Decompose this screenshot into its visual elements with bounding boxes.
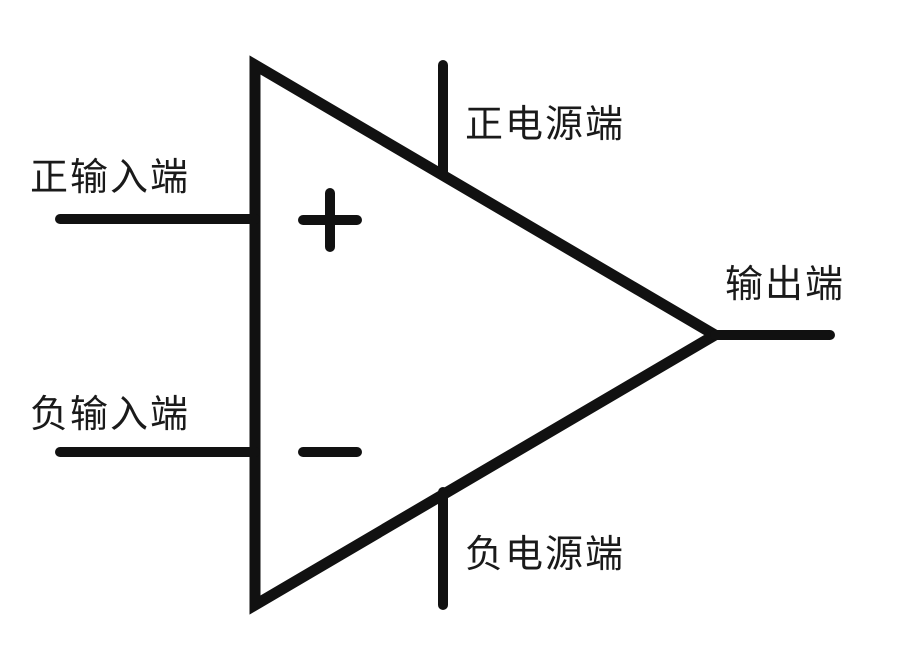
output-label: 输出端 — [725, 262, 846, 306]
negative-input-label: 负输入端 — [30, 392, 191, 436]
positive-supply-label: 正电源端 — [465, 102, 626, 146]
negative-supply-label: 负电源端 — [465, 532, 626, 576]
positive-input-label: 正输入端 — [30, 155, 191, 199]
plus-sign-icon — [298, 188, 362, 252]
op-amp-triangle — [249, 55, 726, 615]
